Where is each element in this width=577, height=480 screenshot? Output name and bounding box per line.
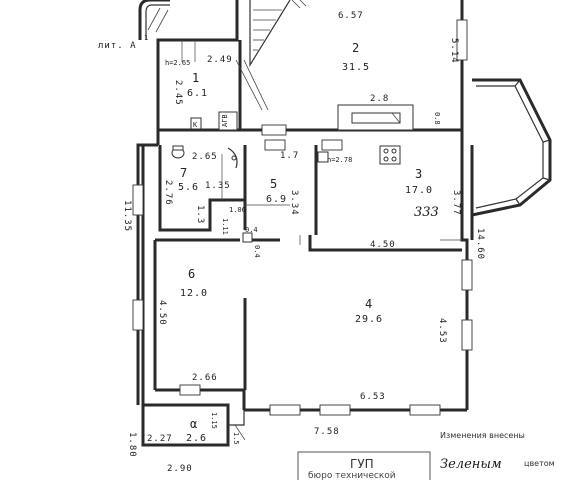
dim-room1-top: 2.49 — [207, 55, 233, 65]
handwritten-note: 333 — [414, 205, 439, 220]
fixture-k-label: K — [193, 121, 198, 129]
dim-room3-bottom: 4.50 — [370, 240, 396, 250]
bay-window — [471, 78, 552, 217]
room-3-height: h=2.78 — [327, 156, 352, 164]
room-4-number: 4 — [365, 297, 372, 311]
room-7-area: 5.6 — [178, 182, 199, 193]
litera-label: лит. А — [98, 41, 137, 51]
room-2-area: 31.5 — [342, 62, 370, 73]
dim-room7-inner: 1.35 — [205, 181, 231, 191]
dimension-lines — [181, 40, 462, 441]
round-tower — [138, 0, 170, 40]
dim-room2-top: 6.57 — [338, 11, 364, 21]
dim-room5-side: 3.34 — [289, 190, 299, 216]
dim-room7-left: 2.76 — [163, 180, 173, 206]
dim-room6-left: 4.50 — [157, 300, 167, 326]
room-6-number: 6 — [188, 267, 195, 281]
stamp-subtitle: бюро технической — [308, 471, 396, 480]
room-2-number: 2 — [352, 41, 359, 55]
dimension-labels: 6.57 5.14 2.8 0.8 2.49 2.45 2.65 2.76 1.… — [122, 11, 485, 474]
room-3-number: 3 — [415, 167, 422, 181]
dim-room4-right: 4.53 — [437, 318, 447, 344]
dim-room1-left: 2.45 — [173, 80, 183, 106]
room-5-area: 6.9 — [266, 194, 287, 205]
dim-room7-low: 1.3 — [195, 205, 205, 224]
fixture-agv-label: АГВ — [221, 114, 229, 127]
dim-room5-top: 1.7 — [280, 151, 299, 161]
dim-bottom-total: 2.90 — [167, 464, 193, 474]
correction-note: Изменения внесены Зеленым цветом — [440, 431, 555, 472]
room-4-area: 29.6 — [355, 314, 383, 325]
windows — [132, 19, 473, 416]
dim-right-total: 14.60 — [475, 228, 485, 260]
room-a-number: α — [190, 417, 197, 431]
dim-column-y: 0.4 — [253, 245, 261, 258]
dim-porch-right: 1.15 — [210, 412, 218, 429]
stamp: ГУП бюро технической — [297, 451, 431, 480]
room-5-number: 5 — [270, 177, 277, 191]
dim-room2-right: 5.14 — [449, 38, 459, 64]
dim-corner: 1.5 — [232, 432, 240, 445]
stairs — [235, 0, 307, 111]
dim-room5-gap: 1.11 — [221, 218, 229, 235]
dim-room2-inner: 2.8 — [370, 94, 389, 104]
dim-room4-bottom: 6.53 — [360, 392, 386, 402]
room-7-number: 7 — [180, 166, 187, 180]
dim-porch-bottom: 2.27 — [147, 434, 173, 444]
dim-room3-right: 3.77 — [451, 190, 461, 216]
room-1-number: 1 — [192, 71, 199, 85]
dim-room2-side: 0.8 — [433, 112, 441, 125]
dim-column-x: 0.4 — [245, 226, 258, 234]
dim-porch-left: 1.80 — [127, 432, 137, 458]
fireplace — [337, 104, 414, 131]
porch — [141, 403, 245, 447]
dim-bottom-run: 7.58 — [314, 427, 340, 437]
stamp-title: ГУП — [350, 457, 374, 471]
room-1-height: h=2.65 — [165, 59, 190, 67]
dim-room7-top: 2.65 — [192, 152, 218, 162]
dim-room6-bottom: 2.66 — [192, 373, 218, 383]
litera-superscript: 1 — [144, 34, 148, 42]
note-line-1: Изменения внесены — [440, 431, 525, 440]
room-a-area: 2.6 — [186, 433, 207, 444]
note-line-2b: цветом — [524, 459, 555, 468]
room-1-area: 6.1 — [187, 88, 208, 99]
room-6-area: 12.0 — [180, 288, 208, 299]
room-3-area: 17.0 — [405, 185, 433, 196]
note-line-2: Зеленым — [440, 457, 502, 472]
dim-left-total: 11.35 — [122, 200, 132, 232]
room-labels: 1 6.1 h=2.65 2 31.5 3 17.0 h=2.78 4 29.6… — [165, 41, 433, 444]
dim-room7-step: 1.06 — [229, 206, 246, 214]
fixtures: K АГВ — [171, 111, 401, 169]
